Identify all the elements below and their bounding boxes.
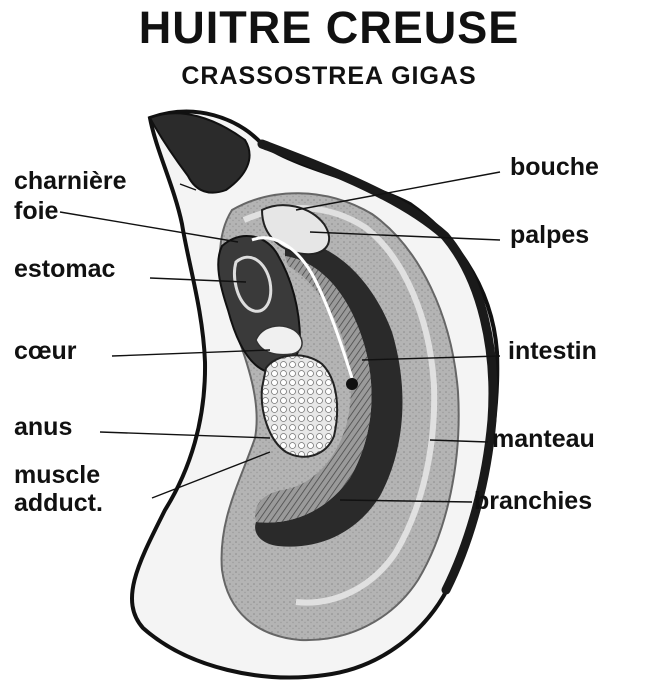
label-estomac: estomac xyxy=(14,256,115,283)
label-foie: foie xyxy=(14,198,58,225)
label-coeur: cœur xyxy=(14,338,77,365)
label-manteau: manteau xyxy=(492,426,595,453)
intestine-end xyxy=(346,378,358,390)
label-anus: anus xyxy=(14,414,72,441)
label-bouche: bouche xyxy=(510,154,599,181)
label-branchies: branchies xyxy=(474,488,592,515)
label-palpes: palpes xyxy=(510,222,589,249)
label-intestin: intestin xyxy=(508,338,597,365)
label-adduct: adduct. xyxy=(14,490,103,517)
label-muscle: muscle xyxy=(14,462,100,489)
label-charniere: charnière xyxy=(14,168,127,195)
